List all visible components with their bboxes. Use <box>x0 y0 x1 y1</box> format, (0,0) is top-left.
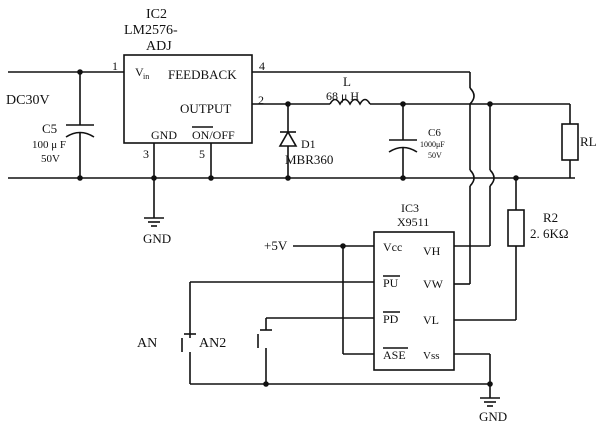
junction-c6-bottom <box>400 175 406 181</box>
c5-rating: 50V <box>41 153 60 165</box>
ic2-variant: ADJ <box>146 39 172 54</box>
ic2-pin-vin: V <box>135 65 144 79</box>
ic3-part: X9511 <box>397 215 429 229</box>
ic2-pin-number-3: 3 <box>143 147 149 161</box>
ic2-ref: IC2 <box>146 7 167 22</box>
ic2-pin-feedback: FEEDBACK <box>168 67 237 82</box>
ic3-body <box>373 231 455 371</box>
gnd-bottom-label: GND <box>479 409 507 424</box>
inductor-ref: L <box>343 74 351 89</box>
ic3-pin-vcc: Vcc <box>383 240 402 254</box>
c5-value: 100 μ F <box>32 139 66 151</box>
junction-an2-gnd <box>263 381 269 387</box>
vh-crossover <box>489 169 495 187</box>
ic3-pin-vss: Vss <box>423 350 440 362</box>
ic3-ref: IC3 <box>401 201 419 215</box>
d1-anode-triangle <box>278 130 298 147</box>
ic2-pin-number-4: 4 <box>259 59 265 73</box>
rl-body <box>561 123 579 161</box>
rl-ref: RL <box>580 134 597 149</box>
feedback-crossover-1 <box>469 87 475 105</box>
ic2-pin-number-2: 2 <box>258 93 264 107</box>
ic2-pin-number-5: 5 <box>199 147 205 161</box>
junction-diode-bottom <box>285 175 291 181</box>
r2-ref: R2 <box>543 210 558 225</box>
d1-part: MBR360 <box>285 152 333 167</box>
c6-value: 1000μF <box>420 140 445 149</box>
an-label: AN <box>137 336 157 351</box>
supply-label: DC30V <box>6 93 50 108</box>
c6-ref: C6 <box>428 127 441 139</box>
ic2-pin-onoff: ON/OFF <box>192 128 235 142</box>
ic2-body <box>123 54 253 144</box>
junction-onoff-pin <box>208 175 214 181</box>
ic2-part: LM2576- <box>124 23 178 38</box>
ic3-pin-ase: ASE <box>383 348 406 362</box>
junction-gnd-pin <box>151 175 157 181</box>
inductor-l <box>329 98 371 106</box>
d1-ref: D1 <box>301 137 316 151</box>
feedback-crossover-2 <box>469 169 475 187</box>
junction-r2-top <box>513 175 519 181</box>
junction-c5-top <box>77 69 83 75</box>
ic2-pin-vin-sub: in <box>143 72 149 81</box>
c6-rating: 50V <box>428 151 442 160</box>
junction-c5-bottom <box>77 175 83 181</box>
ic3-pin-vh: VH <box>423 244 441 258</box>
ic3-pin-vw: VW <box>423 277 444 291</box>
v5-label: +5V <box>264 238 288 253</box>
r2-body <box>507 209 525 247</box>
ic3-pin-pd: PD <box>383 312 399 326</box>
ic2-pin-output: OUTPUT <box>180 101 231 116</box>
ic2-pin-number-1: 1 <box>112 59 118 73</box>
inductor-value: 68 μ H <box>326 89 359 103</box>
ic3-pin-pu: PU <box>383 276 399 290</box>
c5-ref: C5 <box>42 121 57 136</box>
ic3-pin-vl: VL <box>423 313 439 327</box>
an2-label: AN2 <box>199 336 226 351</box>
ic2-pin-gnd: GND <box>151 128 177 142</box>
r2-value: 2. 6KΩ <box>530 226 569 241</box>
junction-vss-gnd <box>487 381 493 387</box>
gnd-top-label: GND <box>143 231 171 246</box>
